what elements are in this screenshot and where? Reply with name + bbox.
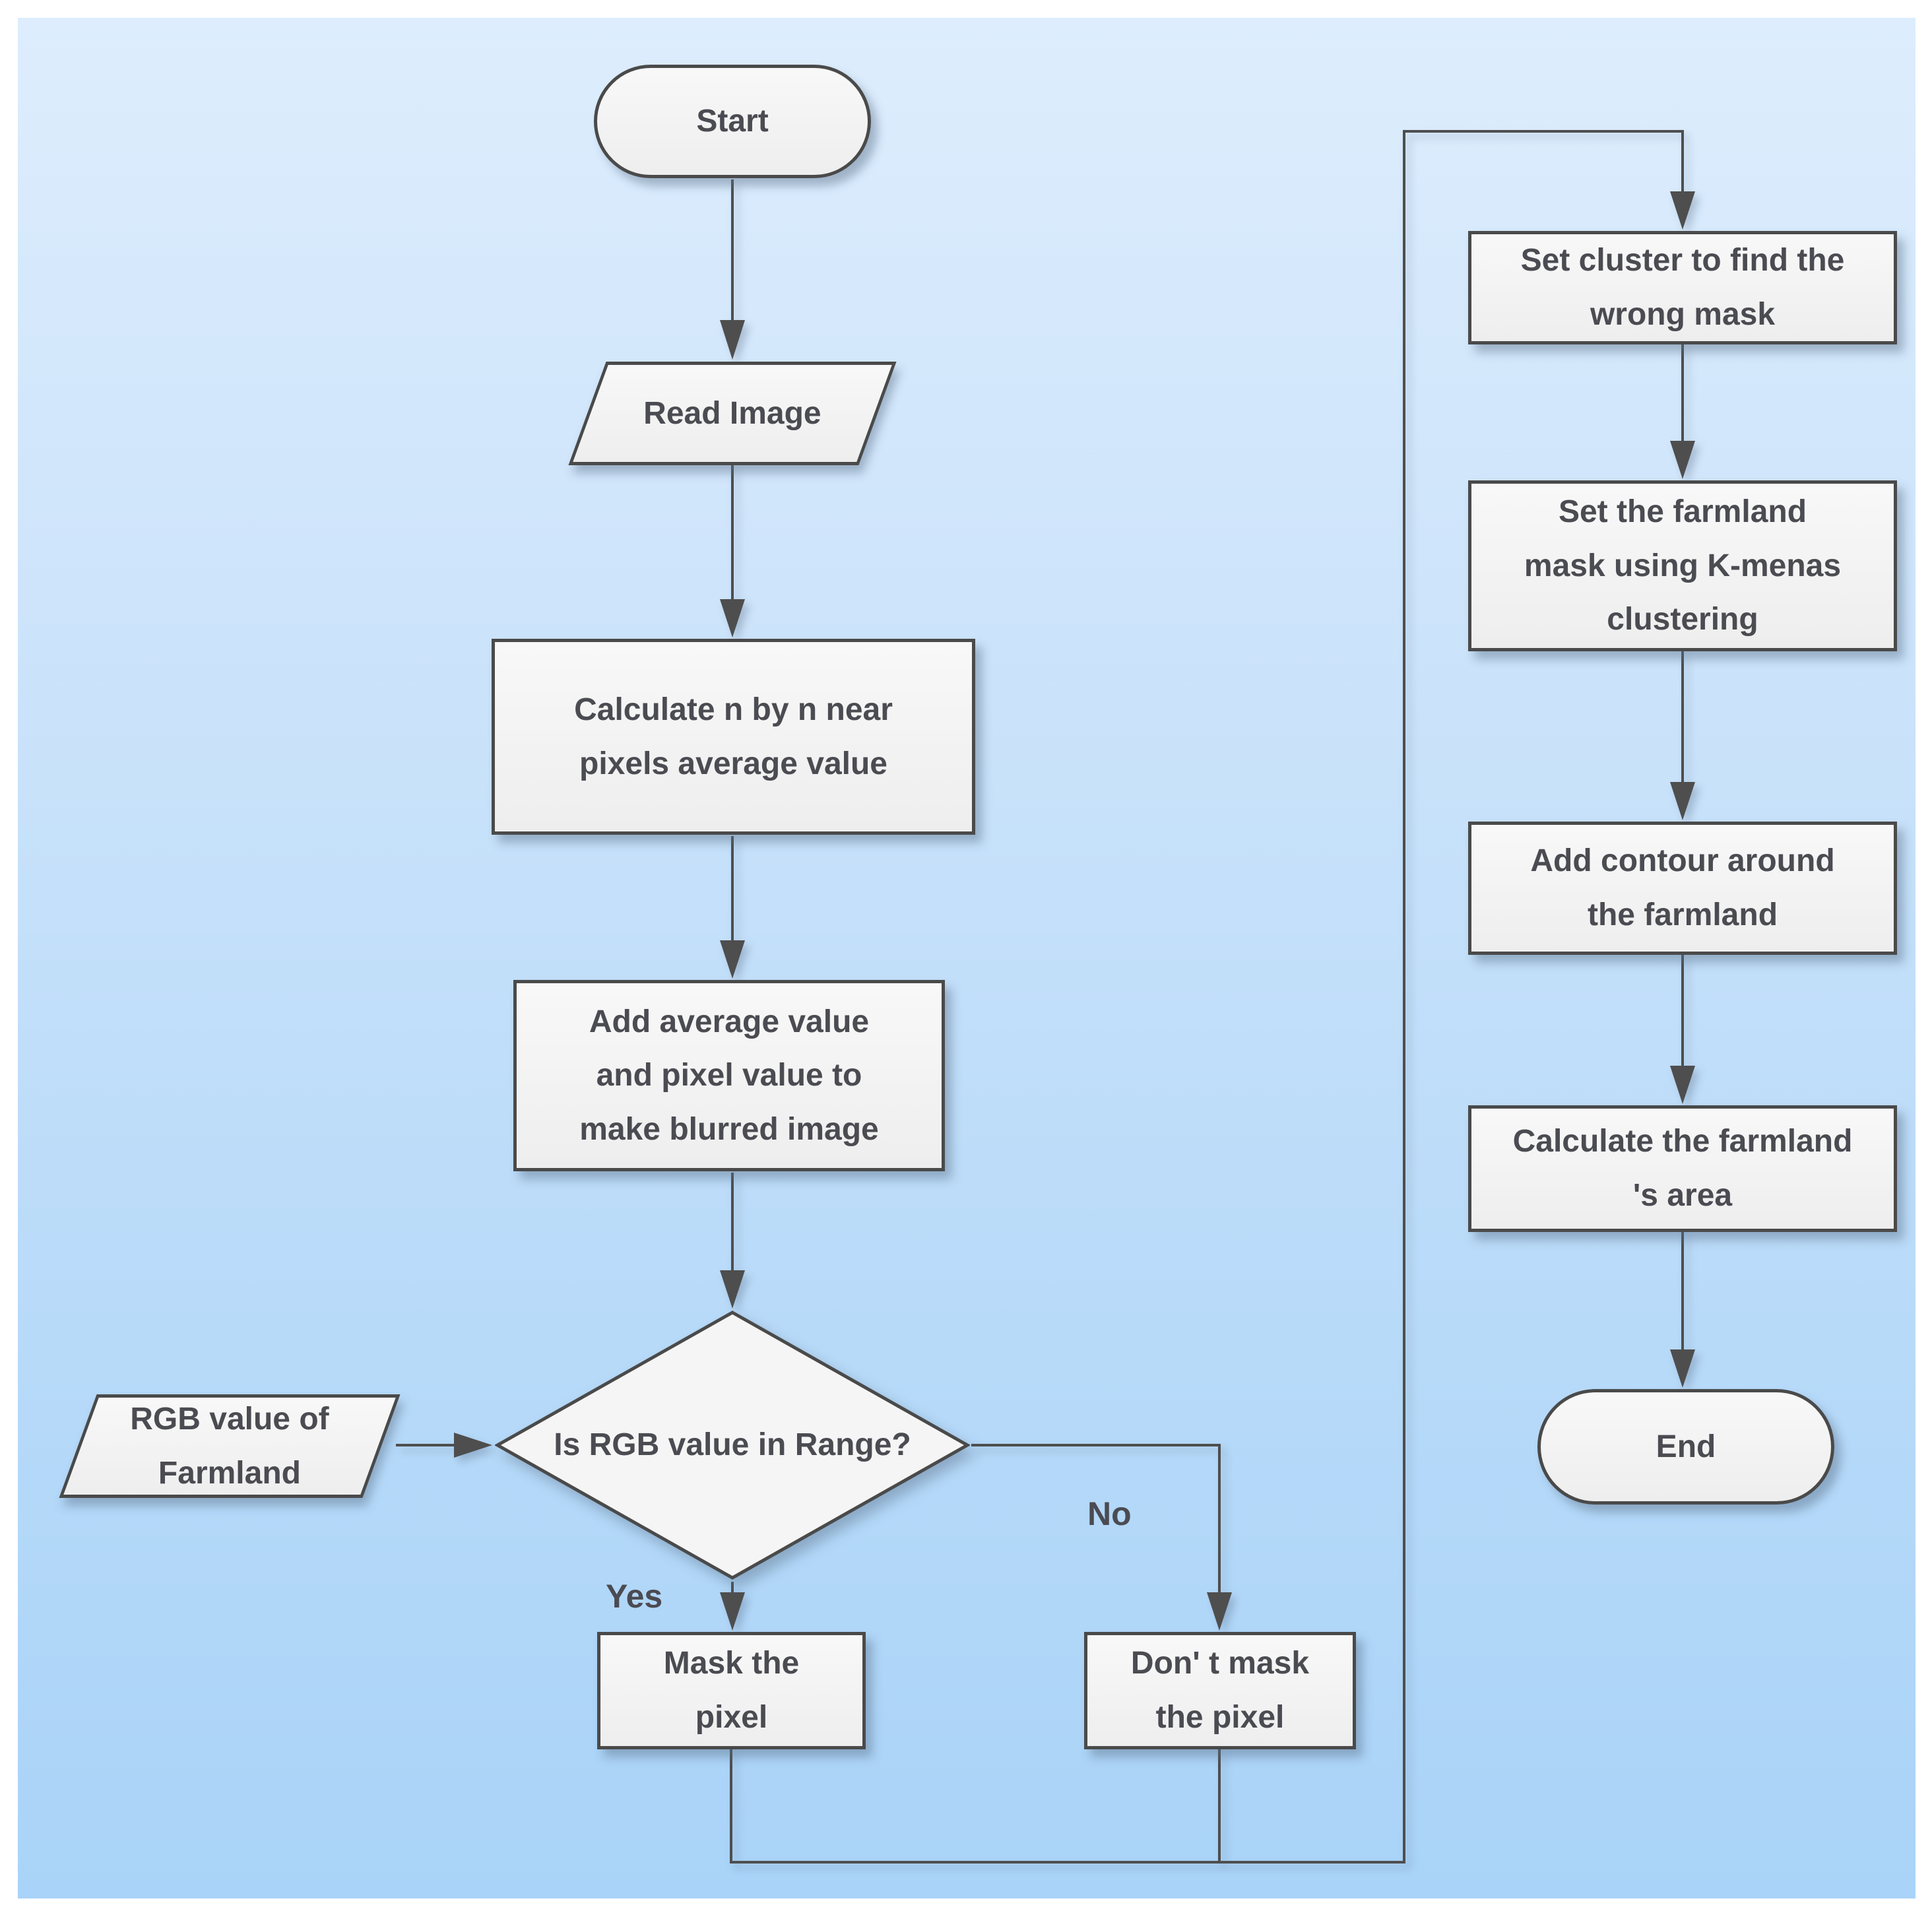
- dont-mask-pixel-node: Don' t mask the pixel: [1084, 1632, 1356, 1749]
- end-node: End: [1537, 1389, 1834, 1505]
- add-contour-node: Add contour around the farmland: [1468, 822, 1897, 955]
- end-label: End: [1656, 1429, 1716, 1464]
- blur-image-node: Add average value and pixel value to mak…: [513, 980, 945, 1171]
- rgb-input-node: RGB value of Farmland: [59, 1394, 401, 1498]
- mask-pixel-label: Mask the pixel: [663, 1646, 800, 1735]
- kmeans-mask-node: Set the farmland mask using K-menas clus…: [1468, 480, 1897, 651]
- calc-average-label: Calculate n by n near pixels average val…: [574, 692, 893, 781]
- calc-area-label: Calculate the farmland 's area: [1512, 1124, 1853, 1213]
- set-cluster-node: Set cluster to find the wrong mask: [1468, 231, 1897, 344]
- blur-image-label: Add average value and pixel value to mak…: [579, 1004, 879, 1147]
- rgb-input-label: RGB value of Farmland: [130, 1401, 329, 1491]
- rgb-range-decision-node: Is RGB value in Range?: [495, 1310, 970, 1580]
- mask-pixel-node: Mask the pixel: [597, 1632, 866, 1749]
- calc-area-node: Calculate the farmland 's area: [1468, 1105, 1897, 1232]
- read-image-label: Read Image: [643, 395, 821, 431]
- add-contour-label: Add contour around the farmland: [1530, 843, 1835, 932]
- yes-edge-label: Yes: [606, 1578, 663, 1615]
- start-label: Start: [696, 104, 769, 139]
- set-cluster-label: Set cluster to find the wrong mask: [1520, 243, 1845, 332]
- read-image-node: Read Image: [568, 362, 897, 465]
- no-edge-label: No: [1087, 1495, 1132, 1532]
- dont-mask-pixel-label: Don' t mask the pixel: [1130, 1646, 1310, 1735]
- calc-average-node: Calculate n by n near pixels average val…: [492, 639, 975, 835]
- kmeans-mask-label: Set the farmland mask using K-menas clus…: [1524, 494, 1842, 637]
- rgb-range-decision-label: Is RGB value in Range?: [554, 1427, 911, 1463]
- start-node: Start: [594, 65, 871, 178]
- diamond-shape: [495, 1311, 970, 1580]
